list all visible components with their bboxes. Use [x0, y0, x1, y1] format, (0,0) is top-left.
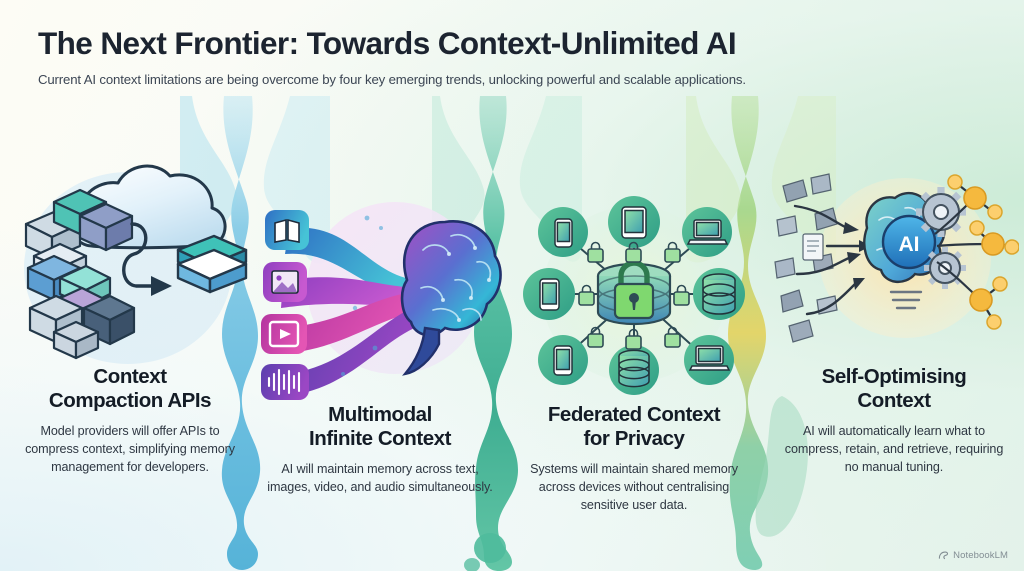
column-federated-context-for-privacy: Federated Context for Privacy Systems wi…: [506, 188, 762, 515]
molecule-node-icon: [934, 174, 1019, 330]
lock-database-icon: [596, 260, 672, 326]
page-subtitle: Current AI context limitations are being…: [38, 72, 746, 88]
phone-icon: [539, 278, 560, 311]
heading-line-1: Self-Optimising: [821, 365, 967, 388]
header: The Next Frontier: Towards Context-Unlim…: [0, 0, 1024, 87]
heading-line-1: Context: [93, 365, 167, 388]
server-stack-icon: [24, 188, 136, 360]
database-icon: [618, 349, 650, 388]
column-heading: Context Compaction APIs: [2, 365, 258, 413]
heading-line-1: Multimodal: [328, 403, 432, 426]
lightbulb-base-icon: [889, 290, 923, 310]
column-body: Systems will maintain shared memory acro…: [530, 461, 738, 513]
video-play-icon: [261, 314, 307, 354]
ai-core-badge: AI: [881, 214, 937, 270]
column-context-compaction-apis: Context Compaction APIs Model providers …: [2, 150, 258, 477]
column-heading: Multimodal Infinite Context: [252, 403, 508, 451]
audio-waveform-icon: [261, 364, 309, 400]
cloud-server-compression-illustration: [2, 150, 258, 365]
gear-icon: [916, 187, 966, 289]
image-icon: [263, 262, 307, 302]
multimodal-brain-illustration: [252, 188, 508, 403]
laptop-icon: [686, 219, 729, 245]
column-self-optimising-context: AI: [766, 150, 1022, 477]
column-multimodal-infinite-context: Multimodal Infinite Context AI will main…: [252, 188, 508, 496]
document-fragments-icon: [774, 173, 838, 343]
tablet-icon: [621, 206, 647, 239]
heading-line-2: Infinite Context: [309, 426, 451, 450]
column-heading: Federated Context for Privacy: [506, 403, 762, 451]
column-body: Model providers will offer APIs to compr…: [25, 423, 235, 475]
phone-icon: [553, 345, 573, 376]
watermark: NotebookLM: [938, 550, 1008, 561]
ai-self-optimising-illustration: AI: [766, 150, 1022, 365]
ai-core-label: AI: [899, 233, 920, 256]
federated-device-network-illustration: [506, 188, 762, 403]
phone-icon: [554, 218, 573, 248]
watermark-label: NotebookLM: [953, 550, 1008, 561]
arrow-right-icon: [122, 222, 172, 296]
column-heading: Self-Optimising Context: [766, 365, 1022, 413]
laptop-icon: [688, 345, 731, 371]
database-icon: [702, 273, 736, 315]
notebooklm-icon: [938, 550, 949, 561]
heading-line-2: Context: [857, 388, 931, 412]
heading-line-2: Compaction APIs: [48, 388, 212, 412]
book-icon: [265, 210, 309, 250]
column-body: AI will automatically learn what to comp…: [784, 423, 1004, 475]
column-body: AI will maintain memory across text, ima…: [267, 461, 493, 494]
heading-line-1: Federated Context: [547, 403, 721, 426]
heading-line-2: for Privacy: [583, 426, 685, 450]
padlock-badge-group: [578, 241, 690, 350]
page-title: The Next Frontier: Towards Context-Unlim…: [38, 25, 737, 61]
